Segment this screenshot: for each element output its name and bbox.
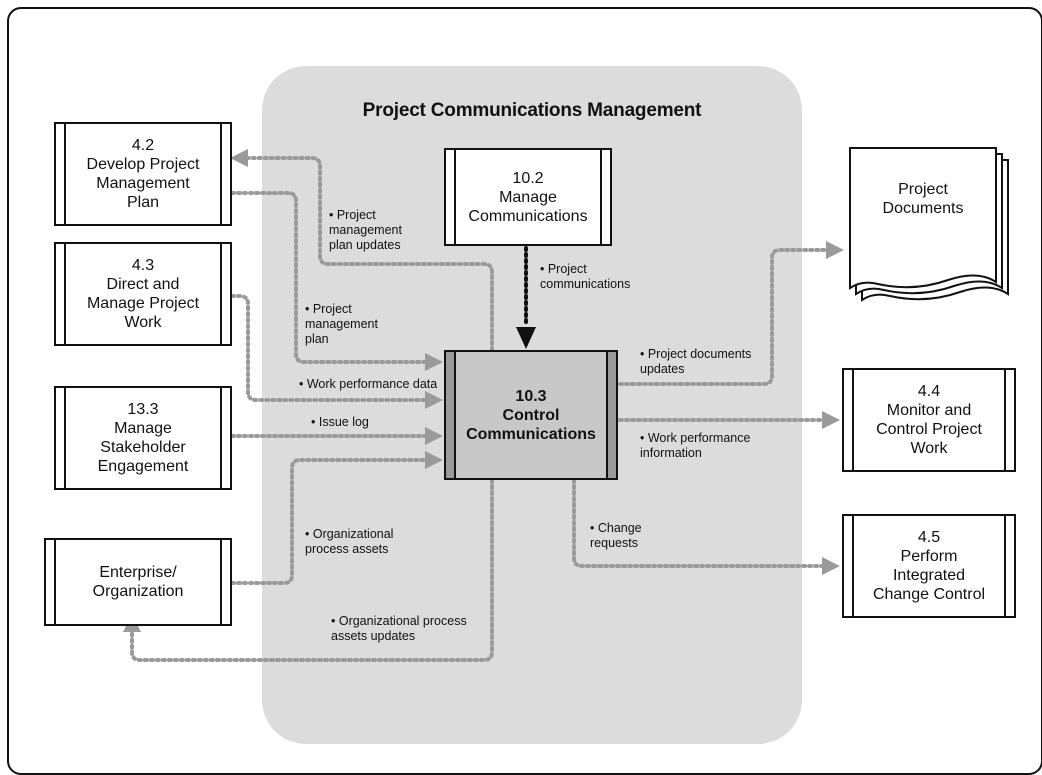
label-org-assets: • Organizational process assets [305,527,394,556]
arrowhead [425,451,443,469]
project-documents-label: Project Documents [882,181,964,217]
label-plan: • Project management plan [305,302,378,346]
flow-change-requests [572,478,824,568]
label-work-perf-info: • Work performance information [640,431,751,460]
label-org-assets-updates: • Organizational process assets updates [331,614,467,643]
arrowhead [826,241,844,259]
arrowhead [425,353,443,371]
arrowhead [822,557,840,575]
label-issue-log: • Issue log [311,415,369,429]
flow-plan-updates [246,156,494,352]
flow-doc-updates [618,248,828,386]
process-10-2-label: 10.2 Manage Communications [468,169,588,225]
process-4-4-label: 4.4 Monitor and Control Project Work [876,383,982,457]
process-4-3: 4.3 Direct and Manage Project Work [54,242,232,346]
process-10-3: 10.3 Control Communications [444,350,618,480]
arrowhead [425,391,443,409]
panel-title: Project Communications Management [362,100,702,121]
process-4-4: 4.4 Monitor and Control Project Work [842,368,1016,472]
process-13-3-label: 13.3 Manage Stakeholder Engagement [97,401,189,475]
arrowhead [230,149,248,167]
process-4-5-label: 4.5 Perform Integrated Change Control [872,529,986,603]
label-plan-updates: • Project management plan updates [329,208,402,252]
label-project-comms: • Project communications [540,262,631,291]
label-change-requests: • Change requests [590,521,642,550]
label-doc-updates: • Project documents updates [640,347,752,376]
flow-work-perf-data [230,294,428,402]
enterprise-organization-label: Enterprise/ Organization [92,564,184,600]
arrowhead [516,327,536,349]
process-10-2: 10.2 Manage Communications [444,148,612,246]
process-10-3-label: 10.3 Control Communications [466,387,596,443]
flow-org-assets [230,458,428,585]
flow-org-assets-updates [130,478,494,662]
process-4-2-label: 4.2 Develop Project Management Plan [86,137,200,211]
arrowhead [425,427,443,445]
process-4-3-label: 4.3 Direct and Manage Project Work [86,257,200,331]
arrowhead [822,411,840,429]
process-13-3: 13.3 Manage Stakeholder Engagement [54,386,232,490]
process-4-5: 4.5 Perform Integrated Change Control [842,514,1016,618]
process-4-2: 4.2 Develop Project Management Plan [54,122,232,226]
flow-plan [230,191,428,364]
document-stack-icon [849,147,1009,302]
label-work-perf-data: • Work performance data [299,377,438,391]
enterprise-organization: Enterprise/ Organization [44,538,232,626]
